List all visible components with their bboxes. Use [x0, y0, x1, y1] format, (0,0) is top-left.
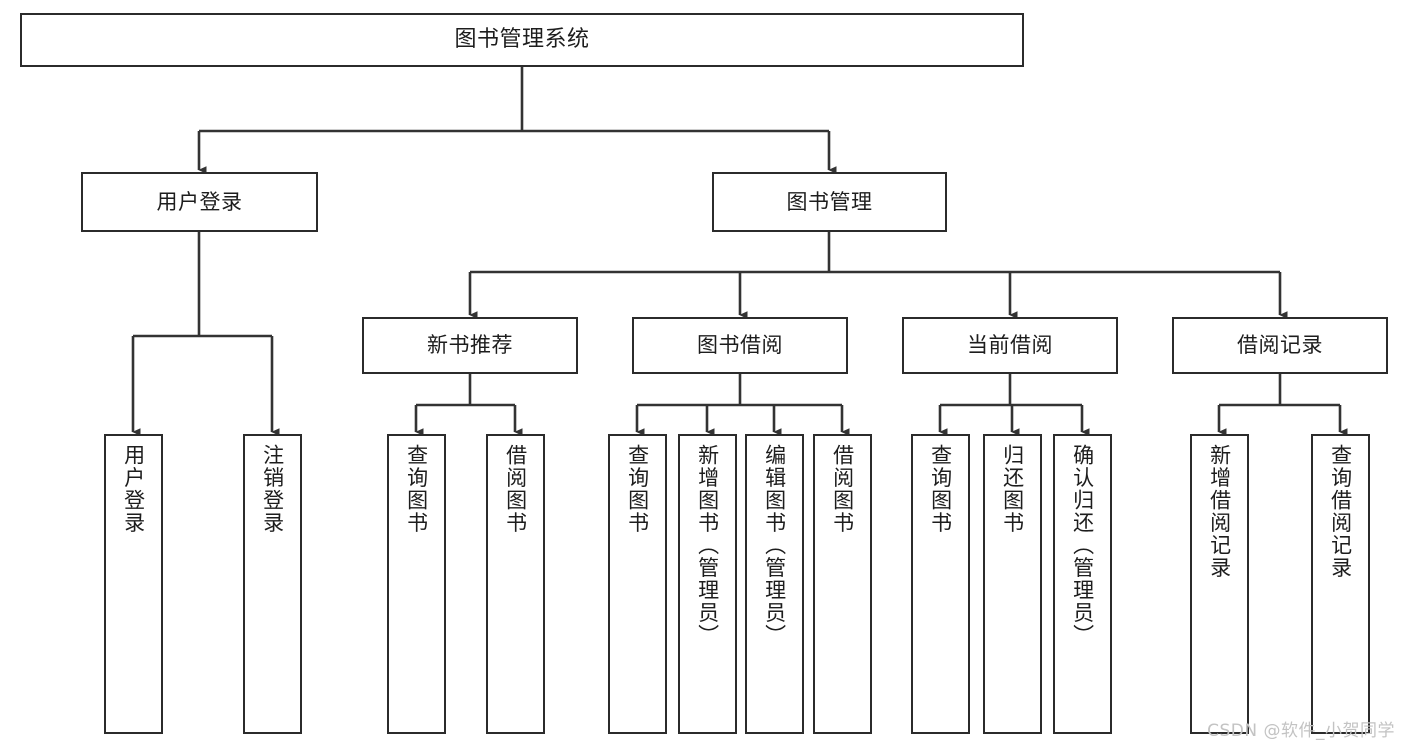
node-label: 确认归还（管理员）	[1070, 444, 1095, 647]
node-label: 新书推荐	[427, 333, 513, 358]
node-leaf-query-book-cb[interactable]: 查询图书	[911, 434, 970, 734]
node-label: 查询借阅记录	[1328, 444, 1353, 579]
node-leaf-query-book-nb[interactable]: 查询图书	[387, 434, 446, 734]
node-leaf-logout[interactable]: 注销登录	[243, 434, 302, 734]
node-label: 用户登录	[121, 444, 146, 534]
node-label: 用户登录	[156, 189, 243, 214]
node-new-book-recommend[interactable]: 新书推荐	[362, 317, 578, 374]
node-root-system[interactable]: 图书管理系统	[20, 13, 1024, 67]
node-user-login[interactable]: 用户登录	[81, 172, 318, 232]
node-borrow-record[interactable]: 借阅记录	[1172, 317, 1388, 374]
node-label: 借阅图书	[503, 444, 528, 534]
node-leaf-user-login[interactable]: 用户登录	[104, 434, 163, 734]
node-label: 当前借阅	[967, 333, 1053, 358]
node-leaf-query-borrow-record[interactable]: 查询借阅记录	[1311, 434, 1370, 734]
node-leaf-borrow-book-nb[interactable]: 借阅图书	[486, 434, 545, 734]
node-label: 新增借阅记录	[1207, 444, 1232, 579]
node-leaf-add-book-admin[interactable]: 新增图书（管理员）	[678, 434, 737, 734]
node-label: 图书借阅	[697, 333, 783, 358]
node-label: 注销登录	[260, 444, 285, 534]
node-leaf-return-book[interactable]: 归还图书	[983, 434, 1042, 734]
node-book-management[interactable]: 图书管理	[712, 172, 947, 232]
node-label: 图书管理	[786, 189, 873, 214]
node-leaf-confirm-return-admin[interactable]: 确认归还（管理员）	[1053, 434, 1112, 734]
node-leaf-query-book-bb[interactable]: 查询图书	[608, 434, 667, 734]
node-label: 借阅记录	[1237, 333, 1323, 358]
node-label: 借阅图书	[830, 444, 855, 534]
node-leaf-borrow-book-bb[interactable]: 借阅图书	[813, 434, 872, 734]
node-label: 查询图书	[625, 444, 650, 534]
node-leaf-add-borrow-record[interactable]: 新增借阅记录	[1190, 434, 1249, 734]
node-label: 图书管理系统	[454, 27, 590, 53]
node-label: 归还图书	[1000, 444, 1025, 534]
node-book-borrow[interactable]: 图书借阅	[632, 317, 848, 374]
node-current-borrow[interactable]: 当前借阅	[902, 317, 1118, 374]
node-label: 新增图书（管理员）	[695, 444, 720, 647]
node-leaf-edit-book-admin[interactable]: 编辑图书（管理员）	[745, 434, 804, 734]
node-label: 查询图书	[928, 444, 953, 534]
node-label: 查询图书	[404, 444, 429, 534]
node-label: 编辑图书（管理员）	[762, 444, 787, 647]
